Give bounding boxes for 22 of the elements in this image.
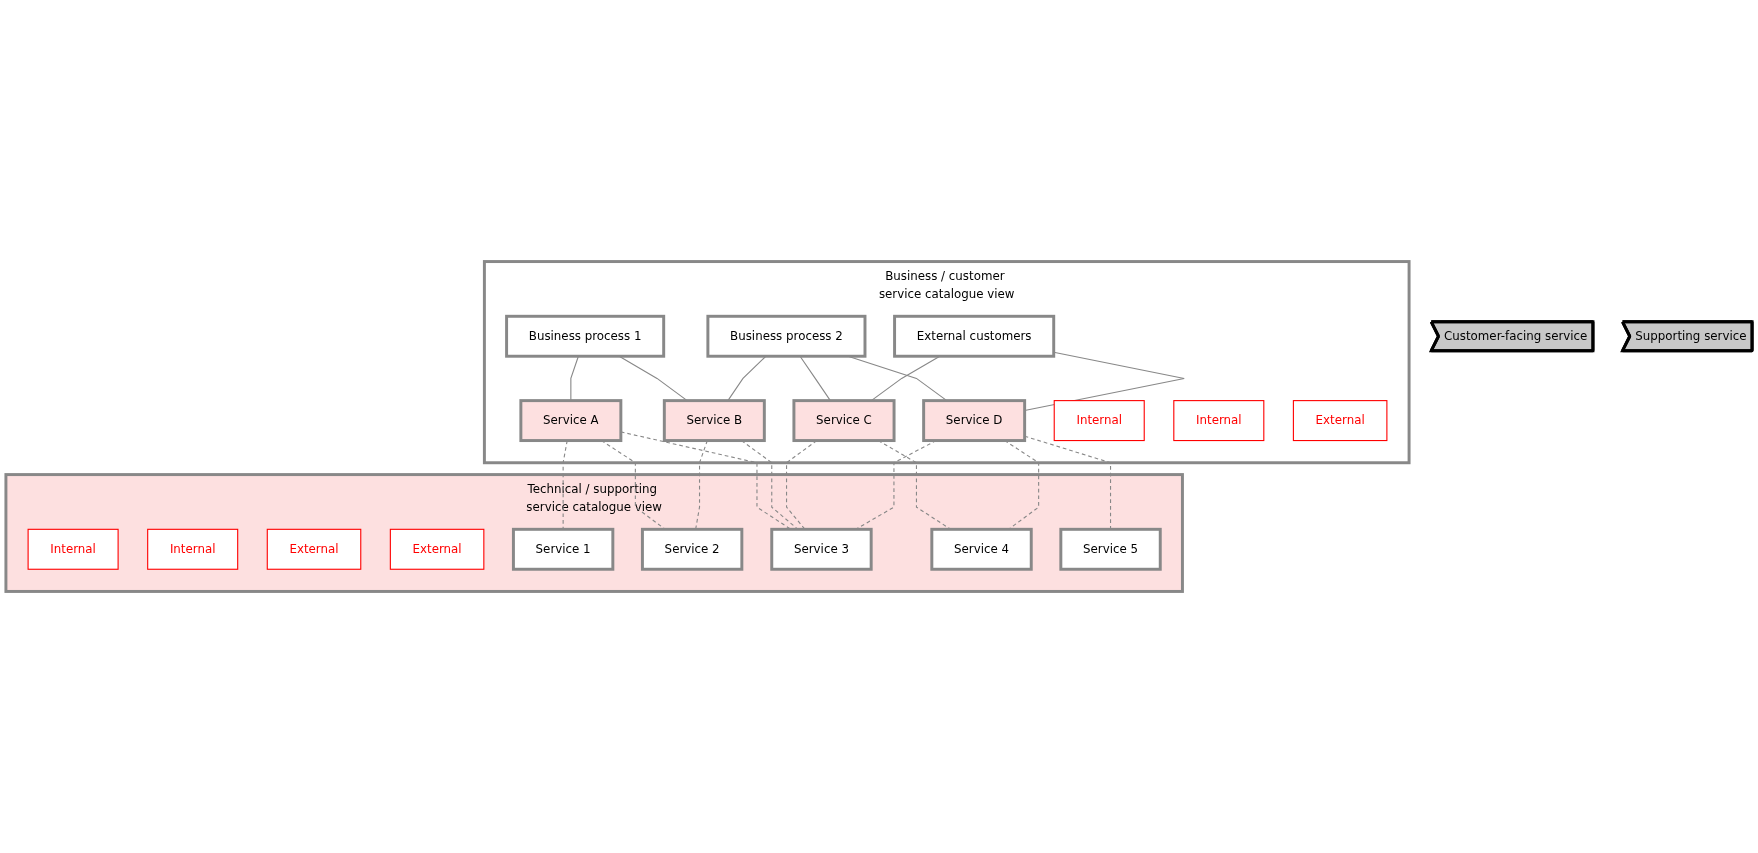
node-box: Service 1 [511,527,615,571]
node-box: Service D [922,399,1027,443]
node-box: Service 4 [930,527,1033,571]
node-box: Service A [519,399,623,443]
node-box: Service C [792,399,896,443]
node-box: Service 2 [640,527,744,571]
node-box: External [389,528,485,570]
connector [1024,351,1185,411]
node-box: Business process 2 [706,314,867,358]
node-box: Internal [1053,400,1145,442]
node-box: Service 3 [770,527,873,571]
node-box: External customers [893,314,1056,358]
node-box: Internal [27,528,119,570]
node-box: Internal [1173,400,1265,442]
node-box: External [1292,400,1388,442]
node-box: Internal [147,528,239,570]
connector [786,440,818,530]
node-box: External [266,528,362,570]
node-box: Business process 1 [505,314,666,358]
node-box: Service 5 [1059,527,1162,571]
node-box: Service B [662,399,766,443]
connector [1024,435,1112,530]
